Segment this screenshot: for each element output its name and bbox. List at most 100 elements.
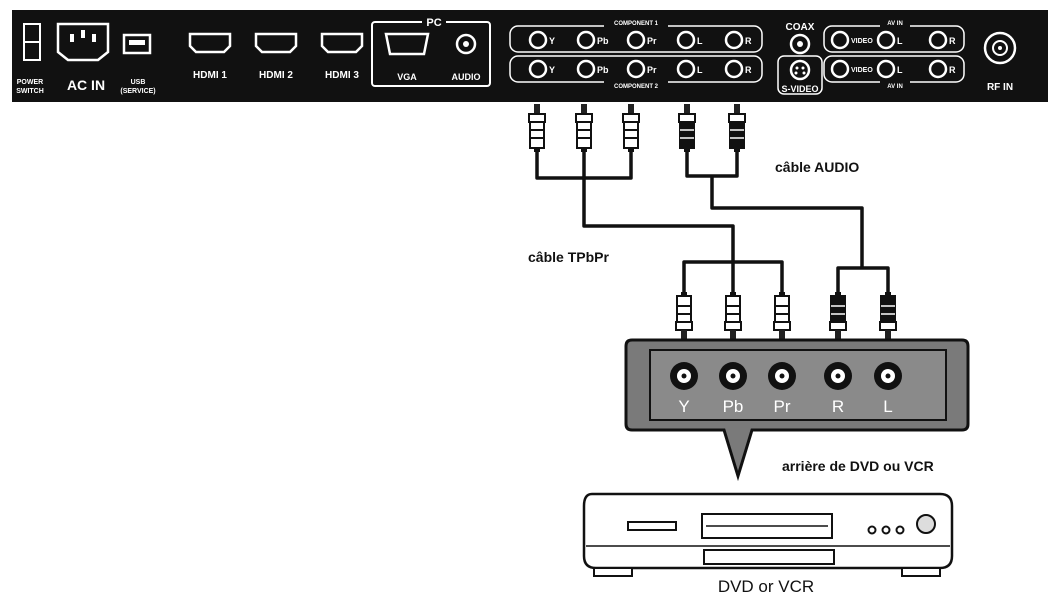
vga-port-icon	[384, 32, 430, 56]
rca-plug-audio-r-tv	[728, 104, 746, 152]
comp1-pr-label: Pr	[647, 36, 657, 46]
comp2-pb-label: Pb	[597, 65, 609, 75]
device-rear-panel: Y Pb Pr R L	[624, 338, 970, 482]
audio-cable-label: câble AUDIO	[775, 159, 859, 175]
device-rear-label: arrière de DVD ou VCR	[782, 458, 934, 474]
rca-plugs-tv-side	[528, 104, 746, 152]
device-disc-tray-icon	[627, 521, 677, 531]
device-jack-pr-label: Pr	[774, 397, 791, 416]
comp1-l-label: L	[697, 36, 703, 46]
comp1-l-jack-icon	[676, 30, 696, 50]
comp2-r-label: R	[745, 65, 752, 75]
coax-jack-icon	[789, 33, 811, 55]
svideo-jack-icon	[789, 59, 811, 81]
cables	[535, 150, 890, 295]
rca-plug-audio-l-tv	[678, 104, 696, 152]
tv-rear-panel: POWER SWITCH AC IN USB (SERVICE) HDMI 1 …	[12, 10, 1048, 102]
av1-video-label: VIDEO	[851, 38, 873, 45]
device-display-icon	[701, 513, 833, 539]
rca-plug-y-device	[675, 292, 693, 340]
hdmi3-label: HDMI 3	[325, 70, 359, 81]
device-button-2-icon	[881, 525, 891, 535]
av2-video-label: VIDEO	[851, 67, 873, 74]
audio-cable-trunk	[710, 176, 864, 268]
rca-plug-audio-l-device	[879, 292, 897, 340]
device-jack-pb-label: Pb	[723, 397, 744, 416]
av2-l-jack-icon	[876, 59, 896, 79]
ypbpr-cable-label: câble TPbPr	[528, 249, 609, 265]
audio-cable-top-split	[685, 150, 739, 178]
hdmi1-label: HDMI 1	[193, 70, 227, 81]
ac-in-socket-icon	[56, 22, 110, 62]
comp2-y-label: Y	[549, 65, 555, 75]
rca-plug-pr-device	[773, 292, 791, 340]
device-jack-y: Y	[670, 362, 698, 416]
component1-label: COMPONENT 1	[614, 21, 659, 27]
pc-audio-label: AUDIO	[452, 72, 481, 82]
component2-label: COMPONENT 2	[614, 84, 659, 90]
power-switch-label-top: POWER	[17, 79, 43, 86]
device-button-3-icon	[895, 525, 905, 535]
device-jack-pr: Pr	[768, 362, 796, 416]
device-jack-pb: Pb	[719, 362, 747, 416]
usb-port-icon	[122, 33, 152, 55]
power-switch-label-bottom: SWITCH	[16, 88, 44, 95]
usb-label: USB	[131, 79, 146, 86]
device-name-label: DVD or VCR	[718, 577, 814, 596]
device-jack-y-label: Y	[678, 397, 689, 416]
comp1-pb-label: Pb	[597, 36, 609, 46]
component-group: COMPONENT 1 COMPONENT 2 Y Pb Pr L R Y Pb…	[509, 17, 763, 90]
av2-r-jack-icon	[928, 59, 948, 79]
av1-r-jack-icon	[928, 30, 948, 50]
rca-plug-pb-tv	[575, 104, 593, 152]
ypbpr-cable-trunk	[582, 150, 735, 295]
hdmi2-label: HDMI 2	[259, 70, 293, 81]
av1-l-jack-icon	[876, 30, 896, 50]
rca-plug-audio-r-device	[829, 292, 847, 340]
comp2-r-jack-icon	[724, 59, 744, 79]
comp2-pb-jack-icon	[576, 59, 596, 79]
vga-label: VGA	[397, 72, 417, 82]
device-foot-left	[593, 567, 633, 577]
svideo-label: S-VIDEO	[781, 84, 818, 94]
ypbpr-cable-device-split	[682, 260, 784, 295]
coax-label: COAX	[786, 22, 815, 33]
comp2-l-jack-icon	[676, 59, 696, 79]
pc-group-label: PC	[426, 17, 441, 29]
device-jack-l: L	[874, 362, 902, 416]
audio-cable-device-split	[836, 266, 890, 295]
rca-plug-pb-device	[724, 292, 742, 340]
ac-in-label: AC IN	[67, 77, 105, 93]
comp1-pr-jack-icon	[626, 30, 646, 50]
device-jack-r: R	[824, 362, 852, 416]
av2-video-jack-icon	[830, 59, 850, 79]
comp1-r-label: R	[745, 36, 752, 46]
hdmi3-port-icon	[320, 32, 364, 54]
rca-plug-pr-tv	[622, 104, 640, 152]
hdmi1-port-icon	[188, 32, 232, 54]
device-power-knob-icon	[916, 514, 936, 534]
rca-plugs-device-side	[675, 292, 897, 340]
comp1-pb-jack-icon	[576, 30, 596, 50]
ypbpr-cable-pr-top	[584, 150, 633, 180]
svideo-frame	[777, 55, 823, 95]
comp1-y-label: Y	[549, 36, 555, 46]
av-in-top-label: AV IN	[887, 21, 903, 27]
av1-video-jack-icon	[830, 30, 850, 50]
ypbpr-cable-y-top	[535, 150, 584, 180]
av2-l-label: L	[897, 65, 903, 75]
rf-in-label: RF IN	[987, 82, 1013, 93]
av-in-bottom-label: AV IN	[887, 84, 903, 90]
comp2-pr-jack-icon	[626, 59, 646, 79]
device-jack-r-label: R	[832, 397, 844, 416]
device-button-1-icon	[867, 525, 877, 535]
av-in-group: AV IN AV IN VIDEO L R VIDEO L R	[823, 17, 965, 90]
comp2-l-label: L	[697, 65, 703, 75]
comp2-pr-label: Pr	[647, 65, 657, 75]
comp1-y-jack-icon	[528, 30, 548, 50]
device-cassette-slot-icon	[703, 549, 835, 565]
device-foot-right	[901, 567, 941, 577]
comp2-y-jack-icon	[528, 59, 548, 79]
comp1-r-jack-icon	[724, 30, 744, 50]
